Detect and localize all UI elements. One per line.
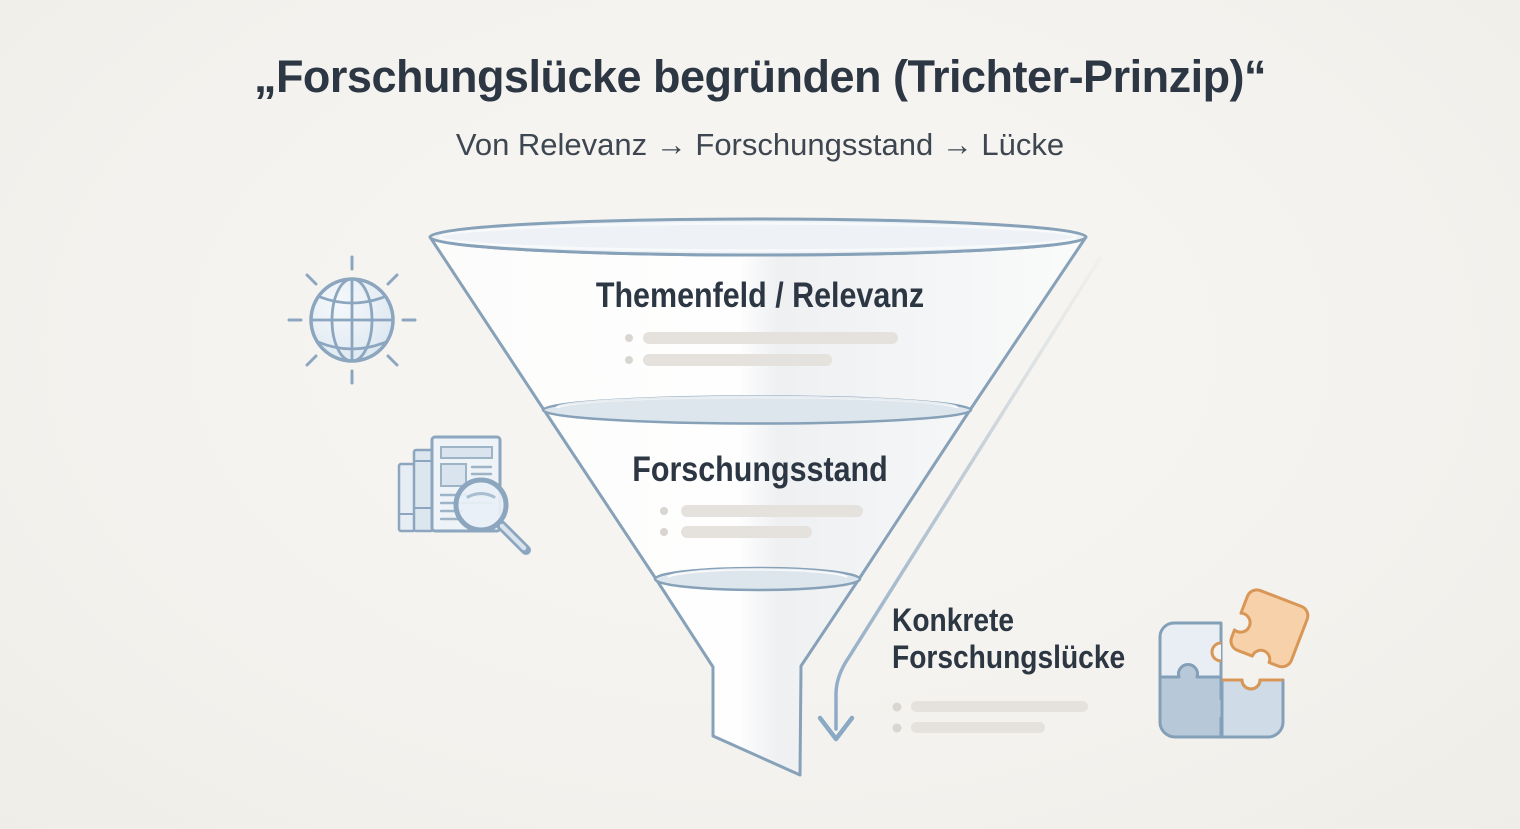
funnel-top-rim xyxy=(428,217,1088,257)
placeholder-dot xyxy=(660,507,668,515)
placeholder-dot xyxy=(625,334,633,342)
placeholder-bar xyxy=(911,722,1045,733)
funnel-diagram xyxy=(428,217,1088,777)
globe-icon xyxy=(287,255,417,385)
funnel-stage2-rim-highlight xyxy=(555,395,959,409)
magnifier-shine xyxy=(466,492,496,499)
page-subtitle: Von Relevanz → Forschungsstand → Lücke xyxy=(455,127,1065,162)
puzzle-piece-orange-floating xyxy=(1229,588,1310,669)
globe-rays xyxy=(287,255,417,385)
paper-headline-bar xyxy=(440,446,493,459)
placeholder-bar xyxy=(643,354,832,366)
placeholder-dot xyxy=(625,356,633,364)
placeholder-dot xyxy=(660,528,668,536)
outcome-placeholder-lines xyxy=(892,701,1088,733)
paper-middle xyxy=(412,448,435,533)
funnel-neck-rim xyxy=(653,566,862,592)
placeholder-bar xyxy=(681,526,812,538)
placeholder-bar xyxy=(681,505,863,517)
placeholder-bar xyxy=(643,332,898,344)
globe-parallel xyxy=(318,295,386,305)
magnifier-glass xyxy=(453,477,509,533)
puzzle-piece-bottom-right-orange-edge xyxy=(1222,678,1283,691)
funnel-outcome-label: Konkrete Forschungslücke xyxy=(892,602,1126,675)
paper-image-block xyxy=(440,463,467,487)
placeholder-bar xyxy=(911,701,1088,712)
stage1-placeholder-lines xyxy=(625,332,898,366)
funnel-stage2-bowl xyxy=(542,408,972,590)
funnel-neck-rim-highlight xyxy=(667,568,848,579)
placeholder-dot xyxy=(892,702,902,712)
page-title: „Forschungslücke begründen (Trichter-Pri… xyxy=(253,51,1267,102)
flow-arrow-line xyxy=(834,256,1102,731)
globe-parallel xyxy=(316,340,388,351)
puzzle-slot-knob xyxy=(1210,641,1222,663)
funnel-stage1-bowl xyxy=(428,235,1088,424)
flow-arrowhead-icon xyxy=(817,715,855,742)
funnel-neck xyxy=(654,577,861,777)
magnifier-handle-fill xyxy=(499,523,527,551)
funnel-stage1-label: Themenfeld / Relevanz xyxy=(595,276,925,315)
stage2-placeholder-lines xyxy=(660,505,863,538)
placeholder-dot xyxy=(892,723,902,733)
puzzle-icon xyxy=(1158,588,1310,739)
literature-search-icon xyxy=(397,435,531,555)
flow-arrow xyxy=(817,256,1102,742)
funnel-stage2-label: Forschungsstand xyxy=(632,450,888,489)
funnel-top-rim-highlight xyxy=(438,222,1078,252)
paper-back xyxy=(397,462,417,533)
